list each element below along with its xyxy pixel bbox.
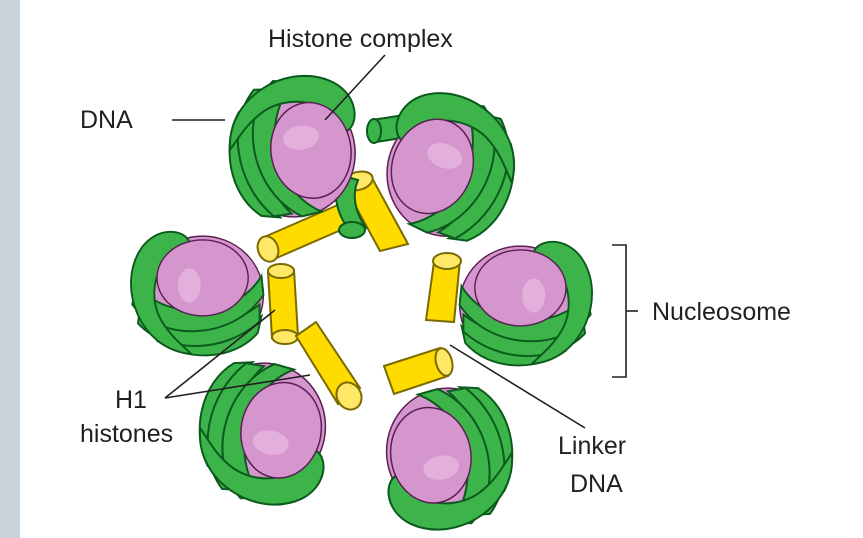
label-dna: DNA bbox=[80, 106, 133, 134]
nucleosome-left bbox=[131, 232, 263, 356]
label-h1: H1 bbox=[115, 386, 147, 414]
nucleosome-bottom-right bbox=[372, 378, 524, 538]
label-nucleosome: Nucleosome bbox=[652, 298, 791, 326]
label-histone-complex: Histone complex bbox=[268, 25, 453, 53]
nucleosome-right bbox=[460, 242, 592, 366]
label-linker-dna: DNA bbox=[570, 470, 623, 498]
h1-histone bbox=[426, 253, 461, 322]
h1-histone bbox=[384, 346, 455, 394]
nucleosome-bottom-left bbox=[188, 353, 340, 513]
label-linker: Linker bbox=[558, 432, 626, 460]
h1-histone bbox=[268, 264, 298, 344]
label-histones: histones bbox=[80, 420, 173, 448]
nucleosome-bracket bbox=[612, 245, 626, 377]
